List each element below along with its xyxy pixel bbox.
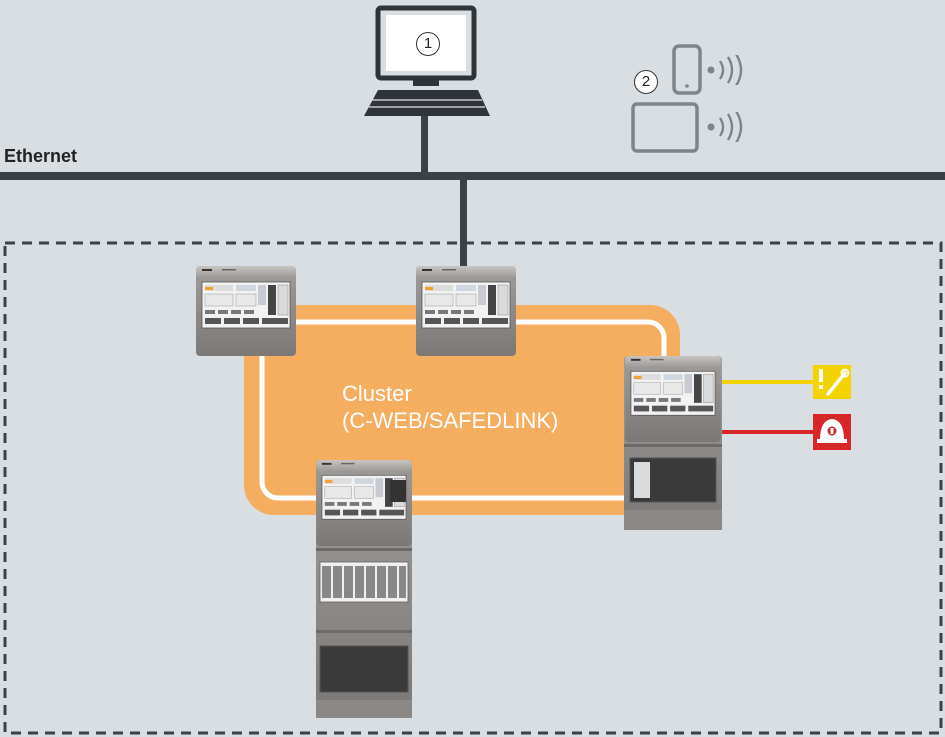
control-panel-3 bbox=[624, 356, 722, 530]
control-panel-2 bbox=[416, 266, 516, 356]
cluster-label-line1: Cluster bbox=[342, 381, 412, 406]
cluster-label-line2: (C-WEB/SAFEDLINK) bbox=[342, 408, 559, 433]
callout-2: 2 bbox=[634, 70, 658, 94]
callout-1: 1 bbox=[416, 32, 440, 56]
smartphone-icon bbox=[672, 44, 702, 95]
site-boundary bbox=[3, 241, 943, 735]
maintenance-output-line bbox=[722, 380, 814, 384]
control-panel-1 bbox=[196, 266, 296, 356]
control-panel-4 bbox=[316, 460, 412, 718]
ethernet-line bbox=[0, 172, 945, 180]
tablet-icon bbox=[631, 102, 699, 153]
phone-wireless-signal-icon bbox=[706, 55, 743, 85]
computer-drop-line bbox=[421, 116, 428, 174]
tablet-wireless-signal-icon bbox=[706, 112, 743, 142]
fire-brigade-output-line bbox=[722, 430, 814, 434]
maintenance-warning-icon bbox=[813, 365, 851, 399]
workstation-icon bbox=[364, 5, 490, 116]
fire-brigade-helmet-icon bbox=[813, 414, 851, 450]
ethernet-label: Ethernet bbox=[4, 146, 78, 166]
cluster-drop-line bbox=[460, 178, 467, 268]
cluster-label: Cluster (C-WEB/SAFEDLINK) bbox=[342, 380, 558, 434]
